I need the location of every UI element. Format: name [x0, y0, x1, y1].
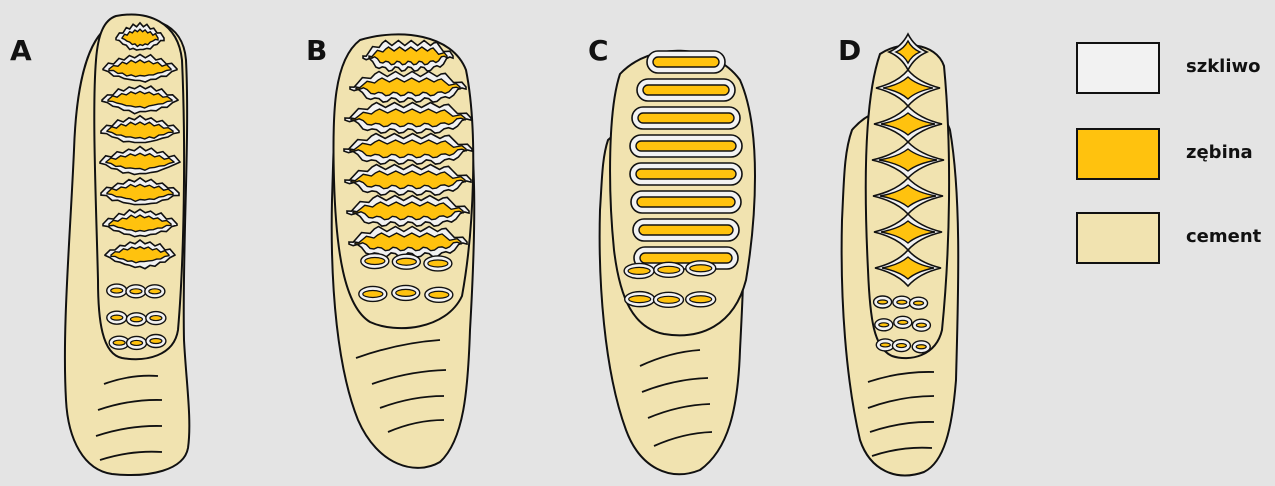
dentine-islet-a [150, 316, 162, 321]
dentine-islet-d [878, 300, 888, 304]
dentine-islet-a [130, 317, 142, 322]
dentine-islet-d [879, 323, 889, 327]
cement-swatch [1076, 212, 1160, 264]
dentine-islet-d [916, 345, 926, 349]
dentine-islet-b [428, 260, 448, 267]
legend-label-cement: cement [1186, 226, 1261, 247]
dentine-islet-a [111, 288, 123, 293]
dentine-plate-c [638, 113, 734, 123]
panel-label-b: B [306, 34, 327, 67]
dentine-plate-c [637, 197, 735, 207]
dentine-plate-c [636, 141, 736, 151]
enamel-swatch [1076, 42, 1160, 94]
dentine-islet-c [629, 296, 651, 303]
dentine-islet-a [131, 340, 143, 345]
dentine-islet-a [111, 315, 123, 320]
legend-label-enamel: szkliwo [1186, 56, 1261, 77]
panel-label-c: C [588, 34, 609, 67]
dentine-islet-d [914, 301, 924, 305]
dentine-islet-b [365, 258, 385, 265]
dentine-islet-b [396, 289, 416, 296]
dentine-islet-c [690, 265, 712, 272]
dentine-islet-d [880, 343, 890, 347]
dentine-plate-c [639, 225, 733, 235]
dentine-islet-d [896, 344, 906, 348]
dentine-plate-c [653, 57, 719, 67]
dentine-islet-c [658, 296, 680, 303]
dentine-islet-c [658, 266, 680, 273]
dentine-islet-a [113, 340, 125, 345]
dentine-islet-d [898, 320, 908, 324]
dentine-islet-a [150, 339, 162, 344]
dentine-islet-b [429, 291, 449, 298]
dentine-plate-c [640, 253, 732, 263]
dentine-islet-d [916, 323, 926, 327]
panel-label-a: A [10, 34, 32, 67]
legend-label-dentine: zębina [1186, 142, 1253, 163]
dentine-plate-c [636, 169, 736, 179]
dentine-swatch [1076, 128, 1160, 180]
dentine-islet-b [396, 258, 416, 265]
dentine-plate-c [643, 85, 729, 95]
panel-label-d: D [838, 34, 861, 67]
dentine-islet-b [363, 290, 383, 297]
dentine-islet-a [130, 289, 142, 294]
dentine-islet-c [690, 296, 712, 303]
dentine-islet-d [897, 300, 907, 304]
dentine-islet-a [149, 289, 161, 294]
dentine-islet-c [628, 267, 650, 274]
